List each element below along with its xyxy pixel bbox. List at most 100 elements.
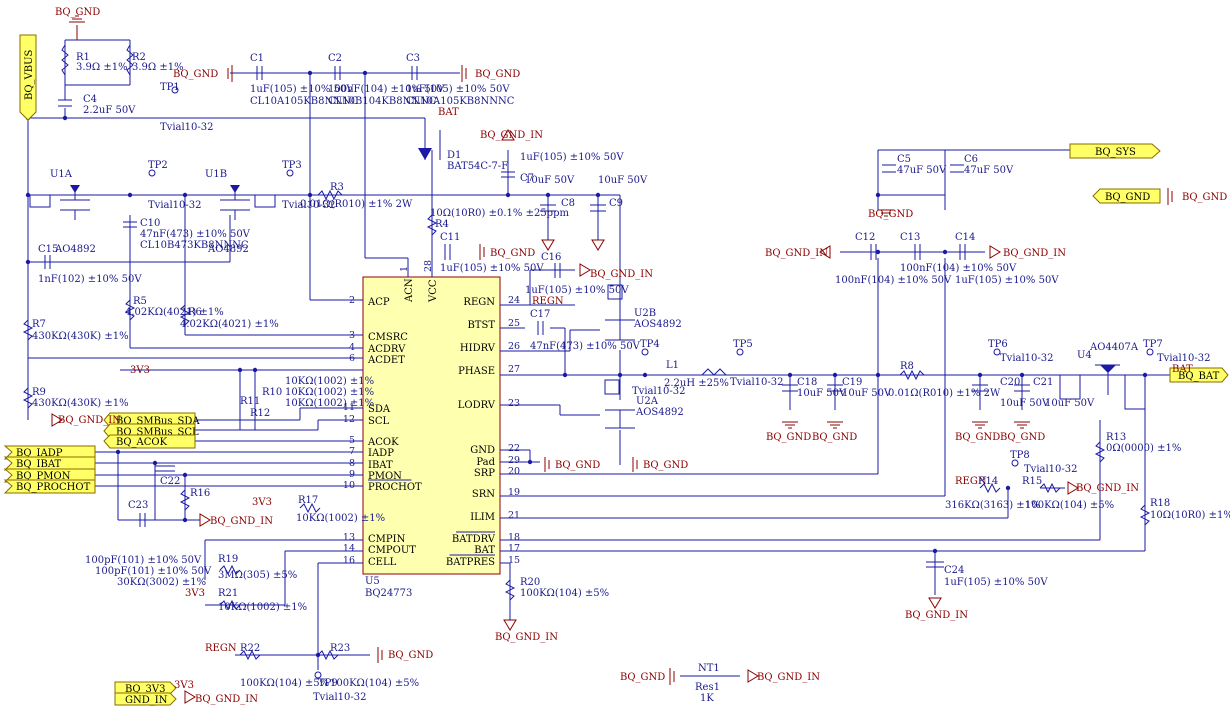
svg-text:10KΩ(1002) ±1%: 10KΩ(1002) ±1% (285, 387, 374, 398)
ic-pin-name: ACDET (367, 355, 405, 366)
net-bq-gnd-in-c24: BQ_GND_IN (905, 610, 968, 621)
ic-pin-number: 28 (423, 260, 434, 272)
net-bq-gnd-u2a: BQ_GND (643, 460, 688, 471)
svg-text:BQ_PMON: BQ_PMON (16, 471, 71, 482)
net-regn: REGN (532, 296, 564, 307)
svg-text:4.02KΩ(4021) ±1%: 4.02KΩ(4021) ±1% (180, 319, 279, 330)
svg-text:C18: C18 (797, 377, 817, 388)
net-bq-gnd-in-c16: BQ_GND_IN (590, 269, 653, 280)
ic-pin-name: ACDRV (367, 344, 406, 355)
port-bq-gnd-right[interactable]: BQ_GND (1092, 188, 1161, 204)
svg-text:CL10A105KB8NNNC: CL10A105KB8NNNC (406, 96, 515, 107)
svg-text:AO4892: AO4892 (54, 244, 96, 255)
svg-text:R13: R13 (1106, 432, 1126, 443)
ic-pin-name: VCC (428, 279, 439, 303)
svg-text:10uF 50V: 10uF 50V (797, 388, 847, 399)
svg-text:4.02KΩ(4021) ±1%: 4.02KΩ(4021) ±1% (125, 307, 224, 318)
svg-text:10KΩ(1002) ±1%: 10KΩ(1002) ±1% (285, 398, 374, 409)
svg-text:GND_IN: GND_IN (125, 695, 168, 706)
svg-text:R11: R11 (240, 396, 260, 407)
svg-text:100pF(101) ±10% 50V: 100pF(101) ±10% 50V (85, 555, 202, 566)
svg-text:AOS4892: AOS4892 (633, 319, 682, 330)
ground-symbols (51, 15, 1173, 704)
port-gnd-in[interactable]: GND_IN (114, 692, 177, 706)
net-bq-gnd-in-c14: BQ_GND_IN (1003, 248, 1066, 259)
net-bat: BAT (438, 107, 459, 118)
svg-text:Tvial10-32: Tvial10-32 (282, 200, 336, 211)
port-bq-vbus[interactable]: BQ_VBUS (19, 34, 37, 121)
ic-pin-name: ACP (367, 297, 390, 308)
svg-text:1uF(105) ±10% 50V: 1uF(105) ±10% 50V (955, 275, 1059, 286)
svg-text:BQ_IADP: BQ_IADP (16, 448, 63, 459)
svg-text:U1A: U1A (50, 169, 73, 180)
net-bq-gnd-c18: BQ_GND (766, 432, 811, 443)
svg-text:C8: C8 (561, 198, 575, 209)
svg-text:316KΩ(3163) ±1%: 316KΩ(3163) ±1% (945, 500, 1041, 511)
net-regn-r14: REGN (955, 476, 987, 487)
ic-pin-name: LODRV (458, 400, 496, 411)
net-bq-gnd-right: BQ_GND (1182, 192, 1227, 203)
svg-text:R12: R12 (250, 408, 270, 419)
svg-text:47uF 50V: 47uF 50V (964, 165, 1014, 176)
svg-text:TP4: TP4 (640, 339, 660, 350)
svg-text:1uF(105) ±10% 50V: 1uF(105) ±10% 50V (250, 84, 354, 95)
svg-text:C12: C12 (855, 232, 875, 243)
ic-pin-name: PROCHOT (368, 482, 422, 493)
ic-pin-name: CELL (368, 557, 397, 568)
svg-text:R21: R21 (218, 588, 238, 599)
svg-text:U4: U4 (1077, 350, 1092, 361)
svg-text:R4: R4 (435, 219, 449, 230)
svg-text:C20: C20 (1000, 377, 1020, 388)
net-bq-gnd-c3: BQ_GND (475, 69, 520, 80)
ic-pin-name: ILIM (470, 512, 495, 523)
svg-text:U1B: U1B (205, 169, 227, 180)
svg-text:BQ_ACOK: BQ_ACOK (116, 437, 168, 448)
port-bq-3v3[interactable]: BQ_3V3 (114, 681, 177, 695)
ic-pin-number: 25 (508, 318, 520, 329)
svg-text:10uF 50V: 10uF 50V (525, 175, 575, 186)
ic-u5[interactable] (362, 276, 501, 575)
svg-text:100KΩ(104) ±5%: 100KΩ(104) ±5% (240, 678, 329, 689)
svg-text:100KΩ(104) ±5%: 100KΩ(104) ±5% (330, 678, 419, 689)
ic-pin-name: REGN (463, 297, 495, 308)
ic-pin-number: 22 (508, 443, 520, 454)
svg-text:C1: C1 (250, 53, 264, 64)
ic-pin-name: IADP (368, 448, 394, 459)
svg-text:TP5: TP5 (733, 339, 753, 350)
svg-text:0Ω(0000) ±1%: 0Ω(0000) ±1% (1106, 443, 1181, 454)
ic-pin-name: PHASE (458, 366, 495, 377)
svg-text:C4: C4 (83, 94, 97, 105)
svg-text:R15: R15 (1022, 476, 1042, 487)
svg-text:R6: R6 (188, 307, 202, 318)
svg-text:R14: R14 (978, 476, 998, 487)
ic-pin-name: ACOK (367, 437, 399, 448)
svg-text:R7: R7 (32, 319, 46, 330)
svg-text:0.01Ω(R010) ±1% 2W: 0.01Ω(R010) ±1% 2W (888, 388, 1001, 399)
svg-text:AOS4892: AOS4892 (635, 407, 684, 418)
ic-pin-name: BATPRES (446, 557, 495, 568)
ic-pin-name: SRN (472, 489, 495, 500)
svg-text:BQ_VBUS: BQ_VBUS (24, 49, 35, 100)
svg-text:100nF(104) ±10% 50V: 100nF(104) ±10% 50V (835, 275, 952, 286)
net-bq-gnd-in-c7: BQ_GND_IN (480, 130, 543, 141)
svg-text:BQ_GND: BQ_GND (1105, 192, 1150, 203)
svg-text:R10: R10 (262, 387, 282, 398)
svg-text:R5: R5 (133, 296, 147, 307)
svg-text:2.2uF 50V: 2.2uF 50V (83, 105, 136, 116)
svg-text:BQ_SMBus_SCL: BQ_SMBus_SCL (116, 427, 199, 438)
svg-text:R17: R17 (298, 495, 318, 506)
port-bq-sys[interactable]: BQ_SYS (1069, 143, 1161, 159)
port-bq-prochot[interactable]: BQ_PROCHOT (3, 479, 96, 494)
ic-pin-number: 24 (508, 295, 520, 306)
component-glyphs (22, 44, 1154, 679)
port-bq-bat[interactable]: BQ_BAT (1169, 367, 1229, 383)
port-bq-ibat[interactable]: BQ_IBAT (3, 456, 96, 471)
svg-text:TP9: TP9 (318, 678, 338, 689)
svg-text:100pF(101) ±10% 50V: 100pF(101) ±10% 50V (95, 566, 212, 577)
port-bq-acok[interactable]: BQ_ACOK (103, 434, 196, 449)
svg-text:2.2uH ±25%: 2.2uH ±25% (664, 378, 729, 389)
svg-text:BQ_BAT: BQ_BAT (1178, 371, 1220, 382)
svg-text:3MΩ(305) ±5%: 3MΩ(305) ±5% (218, 570, 297, 581)
svg-text:C9: C9 (609, 198, 623, 209)
